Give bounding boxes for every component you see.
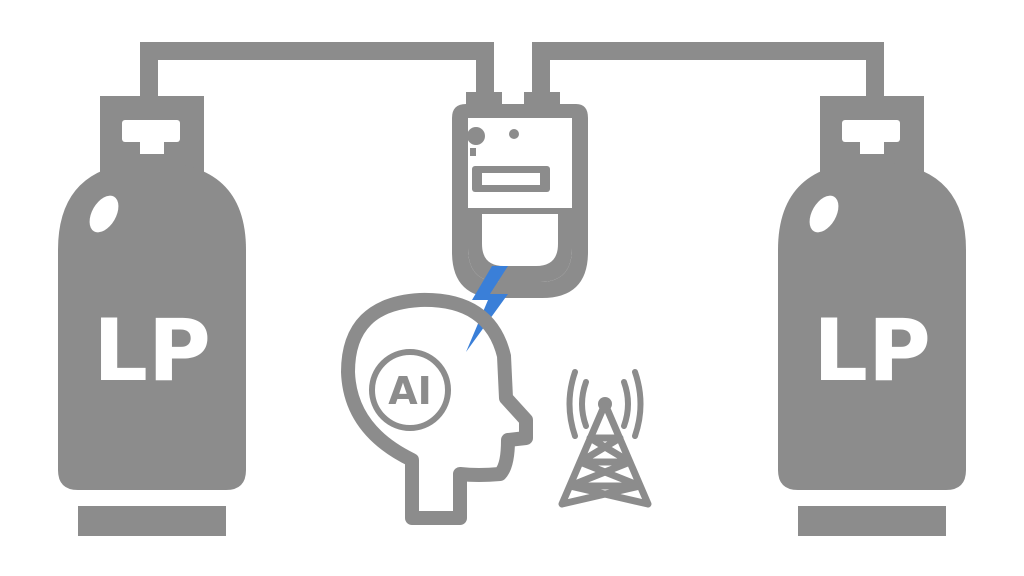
right-cylinder-label: LP <box>813 301 931 401</box>
radio-tower-icon <box>558 369 652 508</box>
gas-pipes <box>140 42 884 98</box>
gas-meter-icon <box>452 92 588 298</box>
left-gas-cylinder-icon: LP <box>58 96 246 536</box>
right-gas-cylinder-icon: LP <box>778 96 966 536</box>
lightning-bolt-icon <box>466 266 508 352</box>
left-cylinder-label: LP <box>93 301 211 401</box>
ai-label: AI <box>388 369 432 413</box>
ai-head-icon: AI <box>341 292 533 525</box>
